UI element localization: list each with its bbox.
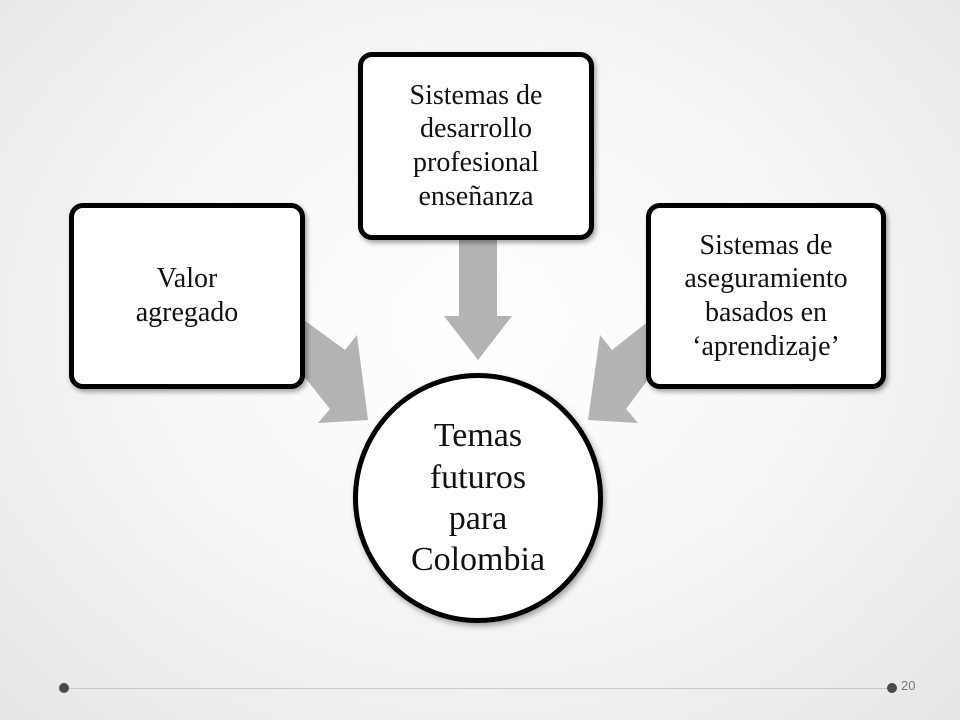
node-valor-agregado: Valor agregado <box>69 203 305 389</box>
arrow-top-to-center <box>444 240 512 360</box>
node-label: Sistemas de desarrollo profesional enseñ… <box>409 79 543 212</box>
node-label: Sistemas de aseguramiento basados en ‘ap… <box>684 229 848 362</box>
center-node: Temas futuros para Colombia <box>353 373 603 623</box>
footer-dot-left <box>59 683 69 693</box>
page-number: 20 <box>901 678 916 693</box>
node-sistemas-aseguramiento: Sistemas de aseguramiento basados en ‘ap… <box>646 203 886 389</box>
footer-dot-right <box>887 683 897 693</box>
footer-divider <box>64 688 894 689</box>
center-label: Temas futuros para Colombia <box>410 417 546 579</box>
node-label: Valor agregado <box>135 263 239 328</box>
node-sistemas-desarrollo: Sistemas de desarrollo profesional enseñ… <box>358 52 594 240</box>
